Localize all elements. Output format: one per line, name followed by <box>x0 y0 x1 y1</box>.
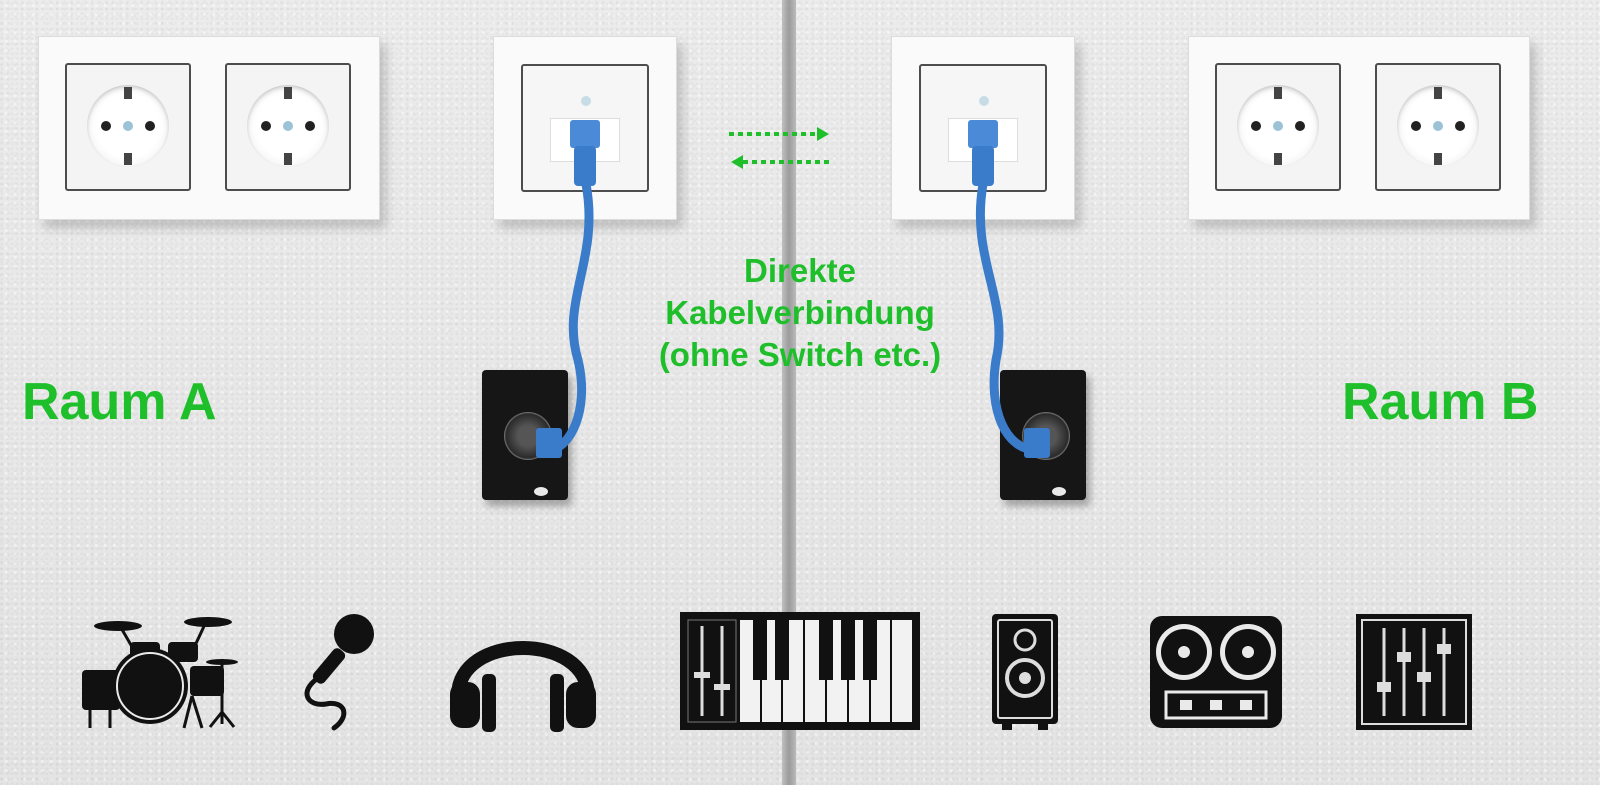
socket-face-1 <box>1215 63 1341 191</box>
room-b-label: Raum B <box>1342 373 1539 431</box>
network-cable-left <box>536 120 600 458</box>
speaker-icon <box>992 614 1058 730</box>
room-divider <box>782 0 796 785</box>
keyboard-icon <box>680 612 920 730</box>
power-socket-right <box>1188 36 1530 220</box>
caption-line: Kabelverbindung <box>665 294 935 331</box>
socket-outlet <box>247 85 329 167</box>
connection-caption: Direkte Kabelverbindung (ohne Switch etc… <box>600 250 1000 376</box>
socket-outlet <box>87 85 169 167</box>
power-socket-left <box>38 36 380 220</box>
caption-line: Direkte <box>744 252 856 289</box>
socket-face-1 <box>65 63 191 191</box>
headphones-icon <box>450 641 596 732</box>
network-cable-right <box>968 120 1050 458</box>
socket-outlet <box>1237 85 1319 167</box>
socket-outlet <box>1397 85 1479 167</box>
bidirectional-arrows-icon <box>729 127 829 169</box>
drum-kit-icon <box>82 617 238 729</box>
tape-recorder-icon <box>1150 616 1282 728</box>
socket-face-2 <box>1375 63 1501 191</box>
room-a-label: Raum A <box>22 373 217 431</box>
microphone-icon <box>304 614 374 731</box>
socket-face-2 <box>225 63 351 191</box>
caption-line: (ohne Switch etc.) <box>658 336 942 373</box>
mixer-icon <box>1356 614 1472 730</box>
